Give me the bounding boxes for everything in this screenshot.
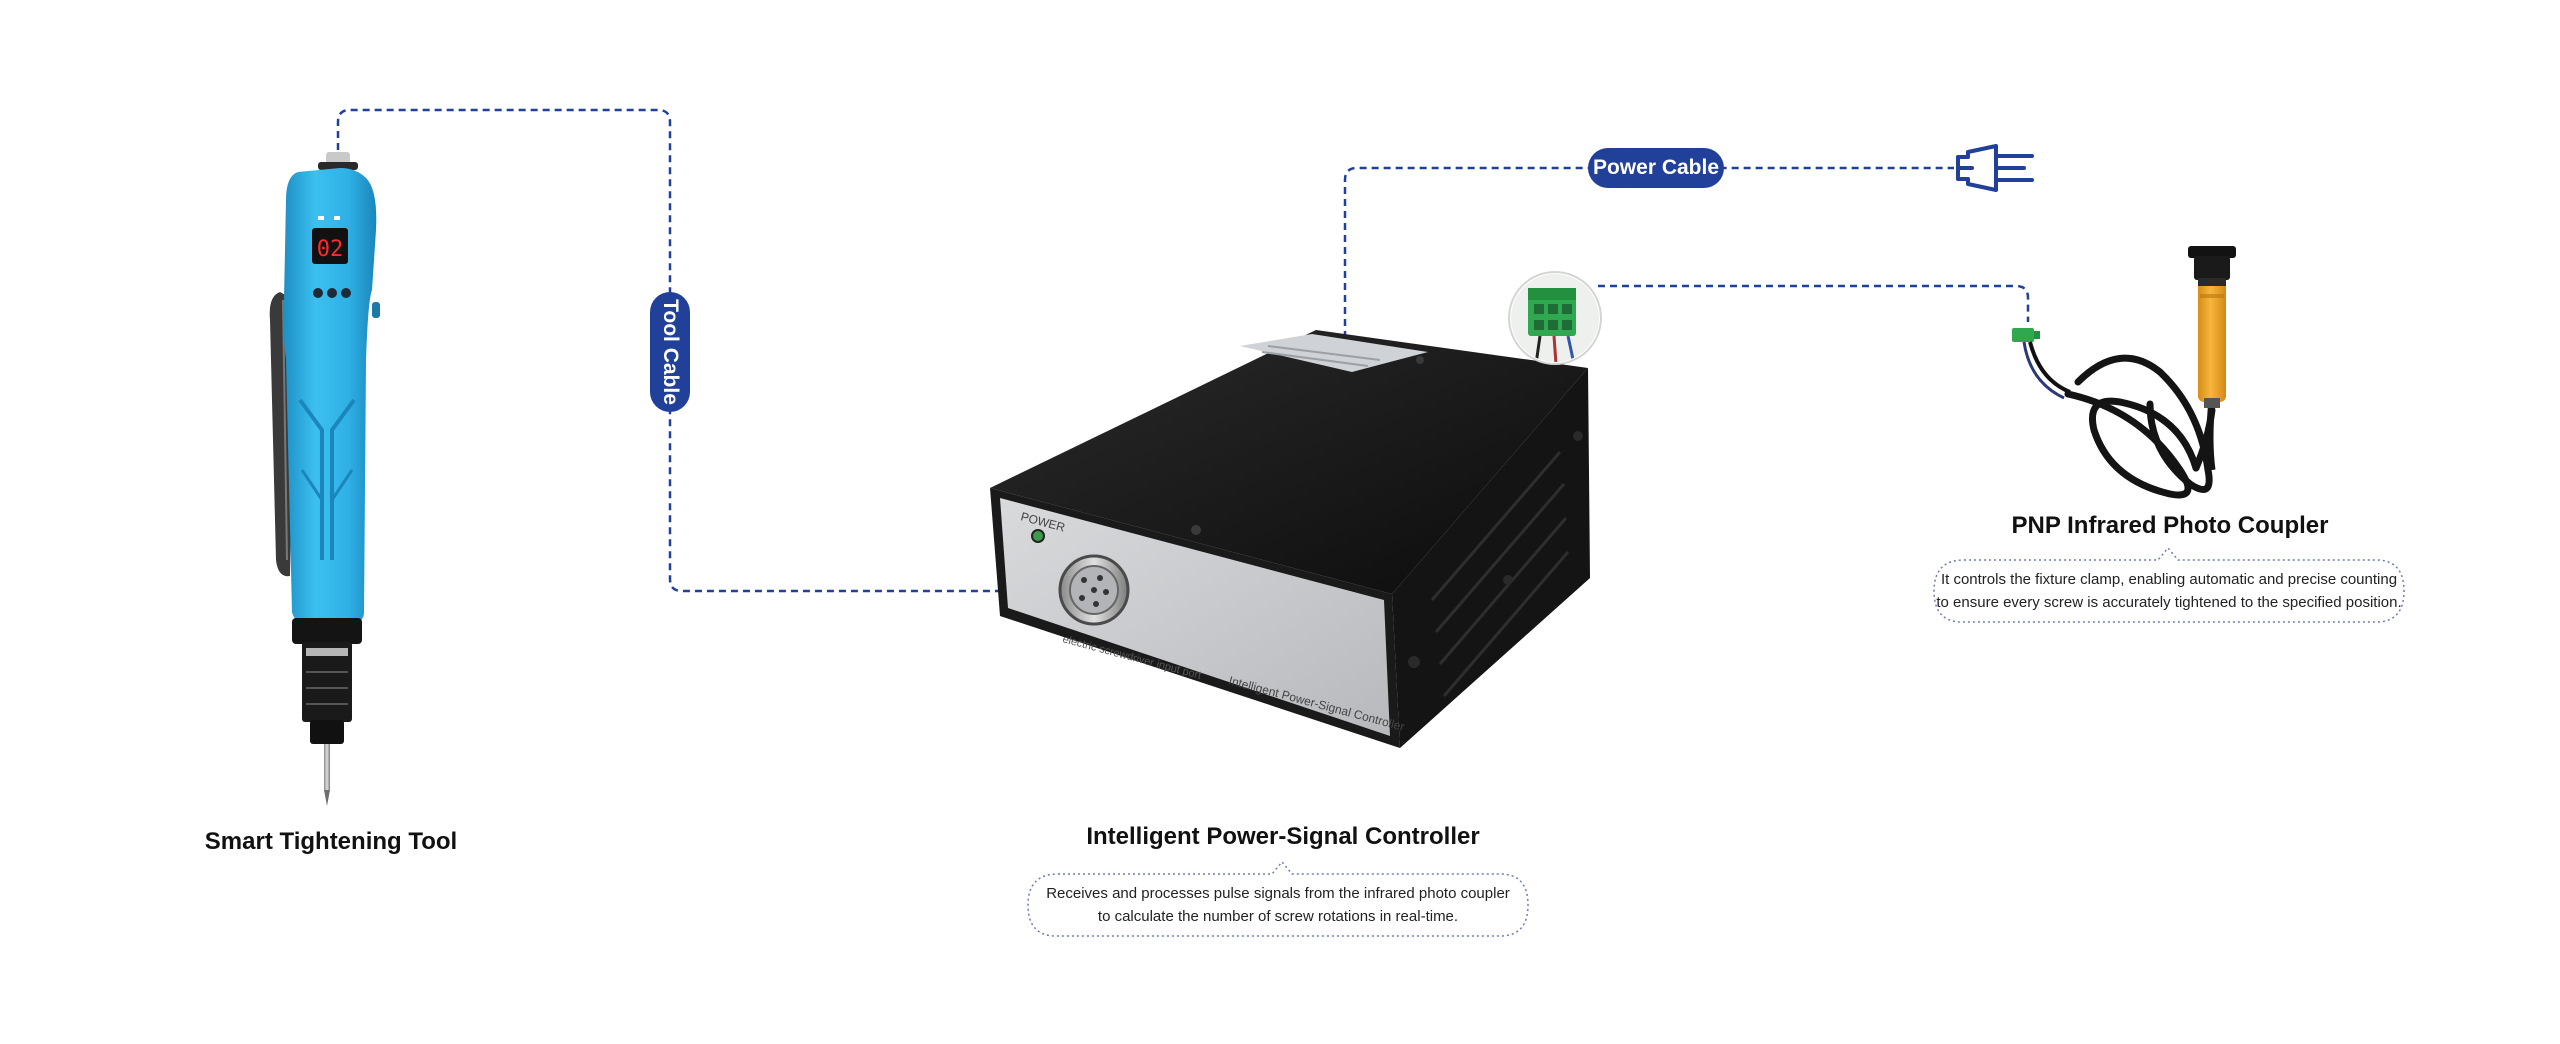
power-cable-line [1343, 166, 1954, 338]
signal-cable-line [1598, 284, 2030, 322]
tool-cable-pill: Tool Cable [650, 292, 690, 412]
controller-desc-line-2: to calculate the number of screw rotatio… [1097, 908, 1459, 925]
power-plug-icon [1956, 144, 2034, 192]
tool-display-readout: 02 [317, 237, 344, 262]
tool-cable-line [336, 108, 1068, 593]
tool-title: Smart Tightening Tool [204, 828, 458, 855]
controller-illustration: POWER electric screwdriver input port In… [990, 330, 1590, 748]
coupler-desc-line-2: to ensure every screw is accurately tigh… [1936, 594, 2402, 611]
controller-desc-frame [1027, 860, 1529, 937]
power-cable-label: Power Cable [1592, 156, 1720, 179]
controller-description: Receives and processes pulse signals fro… [1028, 874, 1528, 936]
tool-cable-label: Tool Cable [659, 299, 682, 405]
coupler-title: PNP Infrared Photo Coupler [2011, 512, 2329, 539]
power-cable-pill: Power Cable [1588, 148, 1724, 188]
coupler-desc-line-1: It controls the fixture clamp, enabling … [1940, 571, 2398, 588]
controller-desc-line-1: Receives and processes pulse signals fro… [1046, 885, 1510, 902]
coupler-desc-frame [1933, 546, 2405, 623]
controller-title: Intelligent Power-Signal Controller [1086, 823, 1480, 850]
screwdriver-illustration: 02 [269, 152, 380, 806]
coupler-description: It controls the fixture clamp, enabling … [1934, 560, 2404, 622]
photo-coupler-illustration [2012, 246, 2236, 499]
terminal-block-thumbnail [1508, 271, 1602, 365]
